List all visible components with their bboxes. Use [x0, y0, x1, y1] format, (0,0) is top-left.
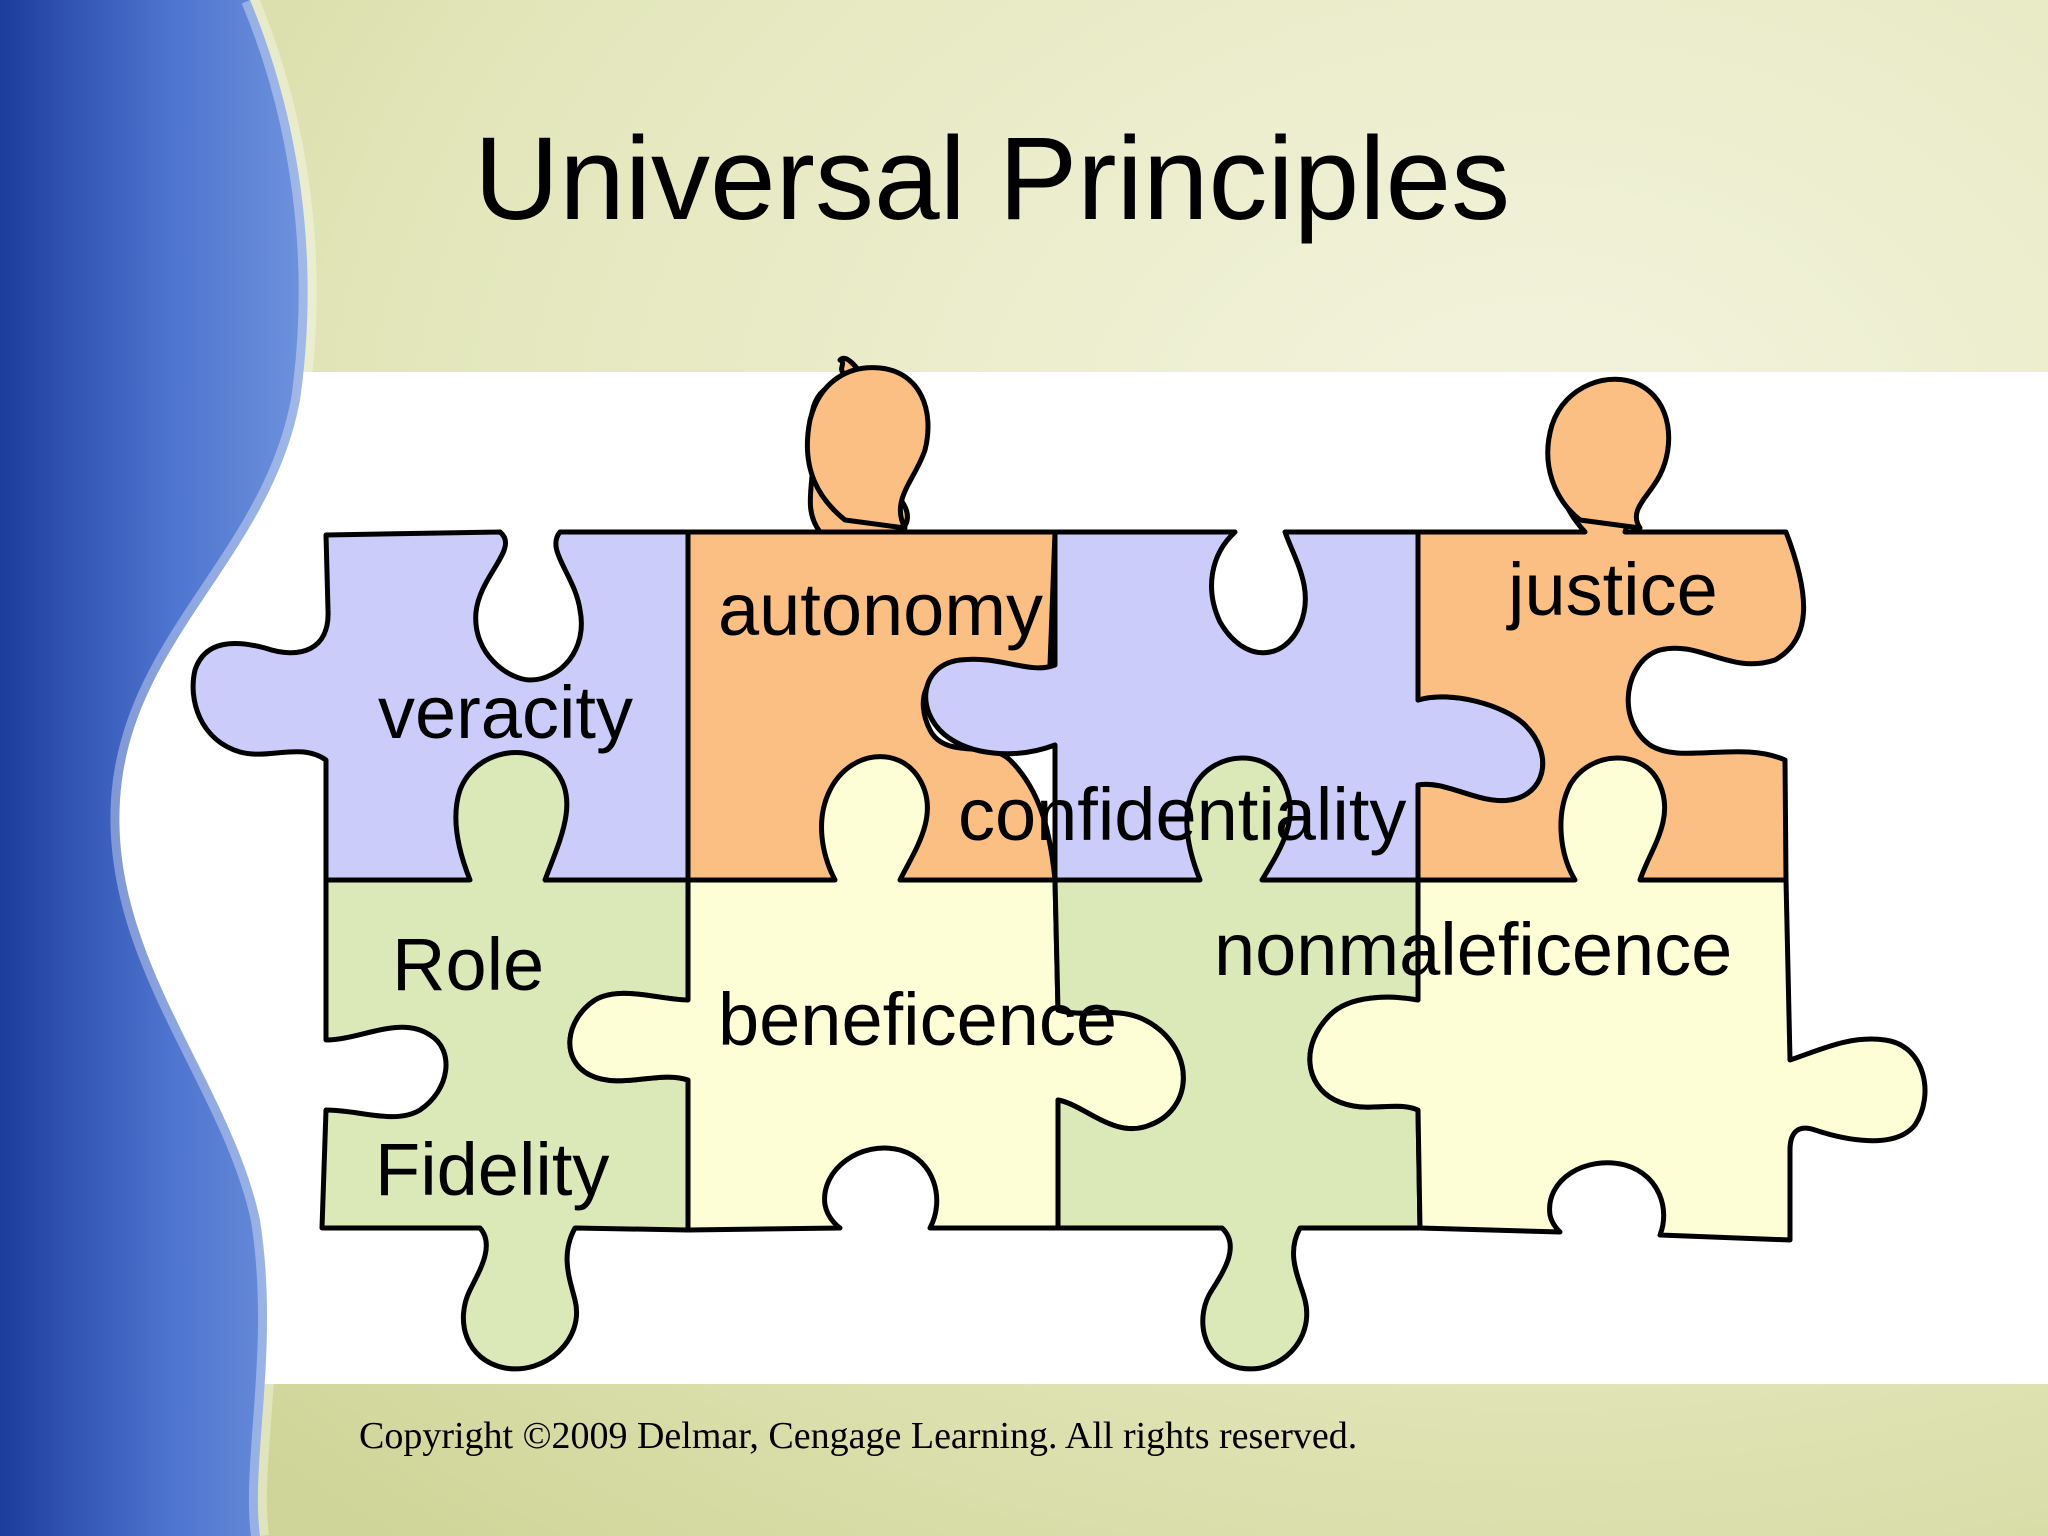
puzzle-piece-nonmaleficence	[1307, 755, 1928, 1243]
slide-title: Universal Principles	[474, 113, 1511, 245]
label-beneficence: beneficence	[718, 978, 1117, 1061]
label-fidelity: Fidelity	[375, 1128, 609, 1211]
puzzle-piece-role-fidelity	[319, 750, 691, 1372]
label-justice: justice	[1506, 548, 1718, 631]
copyright-notice: Copyright ©2009 Delmar, Cengage Learning…	[359, 1415, 1358, 1457]
puzzle-piece-green-middle	[1052, 755, 1423, 1372]
blue-wave-decoration	[0, 0, 308, 1536]
label-nonmaleficence: nonmaleficence	[1214, 908, 1732, 991]
label-role: Role	[392, 923, 544, 1006]
label-autonomy: autonomy	[718, 568, 1043, 651]
label-veracity: veracity	[378, 671, 633, 754]
label-confidentiality: confidentiality	[958, 773, 1406, 856]
